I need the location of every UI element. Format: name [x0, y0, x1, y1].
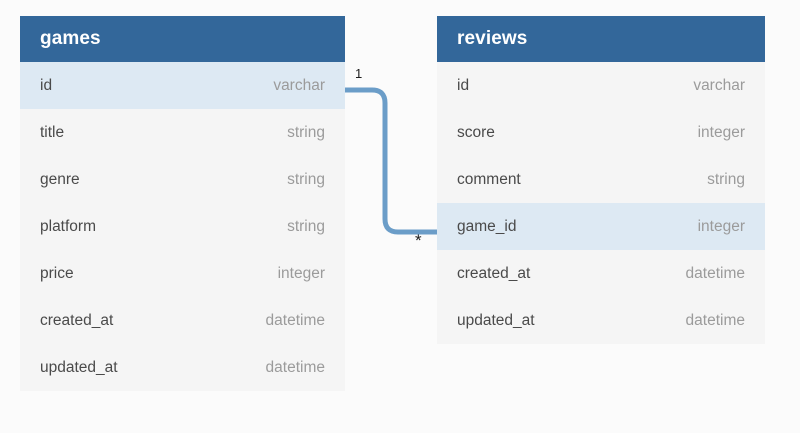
cardinality-label-target: *: [415, 231, 422, 250]
field-name-id: id: [40, 76, 53, 94]
relationship-line-games-reviews: [345, 87, 437, 235]
field-row-games-id[interactable]: id varchar: [20, 62, 345, 109]
field-type-updated_at: datetime: [685, 311, 745, 329]
field-name-game_id: game_id: [457, 217, 517, 235]
entity-field-list-reviews: id varchar score integer comment string game_i…: [437, 62, 765, 344]
field-name-score: score: [457, 123, 495, 141]
field-name-created_at: created_at: [457, 264, 531, 282]
entity-table-reviews[interactable]: reviews id varchar score integer comment stri…: [437, 16, 765, 344]
field-type-id: varchar: [693, 76, 745, 94]
field-row-games-platform[interactable]: platform string: [20, 203, 345, 250]
field-row-games-genre[interactable]: genre string: [20, 156, 345, 203]
field-name-id: id: [457, 76, 470, 94]
field-name-title: title: [40, 123, 65, 141]
field-type-created_at: datetime: [265, 311, 325, 329]
entity-header-games: games: [20, 16, 345, 62]
field-type-platform: string: [287, 217, 325, 235]
field-name-platform: platform: [40, 217, 96, 235]
field-type-comment: string: [707, 170, 745, 188]
field-type-price: integer: [277, 264, 325, 282]
field-row-games-price[interactable]: price integer: [20, 250, 345, 297]
field-row-reviews-score[interactable]: score integer: [437, 109, 765, 156]
field-type-updated_at: datetime: [265, 358, 325, 376]
field-row-games-title[interactable]: title string: [20, 109, 345, 156]
field-name-updated_at: updated_at: [40, 358, 118, 376]
field-name-updated_at: updated_at: [457, 311, 535, 329]
field-type-score: integer: [697, 123, 745, 141]
field-type-id: varchar: [273, 76, 325, 94]
field-row-reviews-updated_at[interactable]: updated_at datetime: [437, 297, 765, 344]
field-row-reviews-id[interactable]: id varchar: [437, 62, 765, 109]
field-name-comment: comment: [457, 170, 521, 188]
entity-field-list-games: id varchar title string genre string platform s…: [20, 62, 345, 391]
field-row-games-updated_at[interactable]: updated_at datetime: [20, 344, 345, 391]
field-name-price: price: [40, 264, 74, 282]
field-type-genre: string: [287, 170, 325, 188]
field-row-reviews-game_id[interactable]: game_id integer: [437, 203, 765, 250]
field-row-games-created_at[interactable]: created_at datetime: [20, 297, 345, 344]
cardinality-label-source: 1: [355, 66, 363, 81]
entity-header-reviews: reviews: [437, 16, 765, 62]
field-row-reviews-created_at[interactable]: created_at datetime: [437, 250, 765, 297]
field-type-created_at: datetime: [685, 264, 745, 282]
field-name-created_at: created_at: [40, 311, 114, 329]
field-type-game_id: integer: [697, 217, 745, 235]
field-row-reviews-comment[interactable]: comment string: [437, 156, 765, 203]
entity-title-reviews: reviews: [457, 28, 528, 49]
entity-title-games: games: [40, 28, 101, 49]
field-type-title: string: [287, 123, 325, 141]
field-name-genre: genre: [40, 170, 80, 188]
